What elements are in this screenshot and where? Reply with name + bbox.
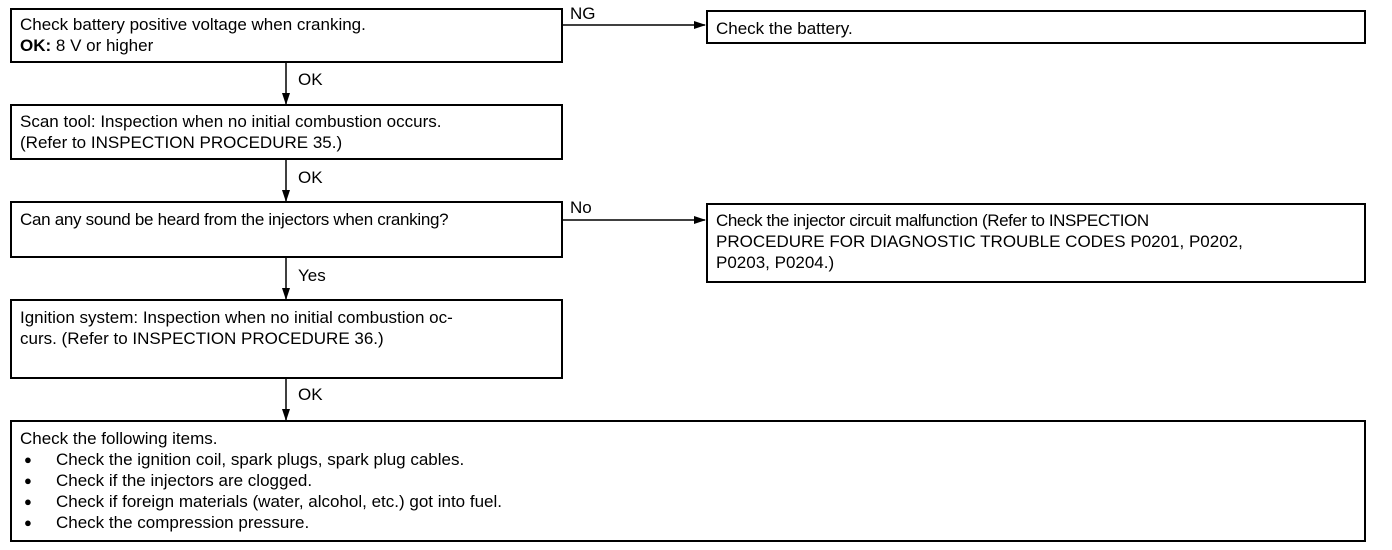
scan-tool-box: Scan tool: Inspection when no initial co… (10, 104, 563, 160)
injector-circuit-line2: PROCEDURE FOR DIAGNOSTIC TROUBLE CODES P… (716, 232, 1243, 251)
ok-value: 8 V or higher (51, 36, 154, 55)
battery-check-text: Check battery positive voltage when cran… (20, 15, 366, 34)
check-battery-text: Check the battery. (716, 19, 853, 38)
injector-circuit-box: Check the injector circuit malfunction (… (706, 203, 1366, 283)
check-battery-box: Check the battery. (706, 10, 1366, 44)
final-check-list: Check the ignition coil, spark plugs, sp… (20, 449, 1356, 533)
injector-circuit-line3: P0203, P0204.) (716, 253, 835, 272)
ignition-line2: curs. (Refer to INSPECTION PROCEDURE 36.… (20, 329, 384, 348)
battery-ok-criteria: OK: 8 V or higher (20, 35, 553, 56)
list-item: Check the ignition coil, spark plugs, sp… (20, 449, 1356, 470)
injector-sound-text: Can any sound be heard from the injector… (20, 210, 449, 229)
label-ng: NG (570, 4, 596, 23)
ignition-line1: Ignition system: Inspection when no init… (20, 308, 453, 327)
list-item: Check if the injectors are clogged. (20, 470, 1356, 491)
scan-tool-line2: (Refer to INSPECTION PROCEDURE 35.) (20, 133, 343, 152)
label-ok-3: OK (298, 385, 323, 404)
label-yes: Yes (298, 266, 326, 285)
ignition-box: Ignition system: Inspection when no init… (10, 299, 563, 379)
final-check-title: Check the following items. (20, 429, 218, 448)
injector-sound-box: Can any sound be heard from the injector… (10, 201, 563, 258)
label-ok-1: OK (298, 70, 323, 89)
battery-check-box: Check battery positive voltage when cran… (10, 8, 563, 63)
final-check-box: Check the following items. Check the ign… (10, 420, 1366, 542)
list-item: Check if foreign materials (water, alcoh… (20, 491, 1356, 512)
scan-tool-line1: Scan tool: Inspection when no initial co… (20, 112, 442, 131)
ok-prefix: OK: (20, 36, 52, 55)
label-no: No (570, 198, 592, 217)
injector-circuit-line1: Check the injector circuit malfunction (… (716, 211, 1149, 230)
label-ok-2: OK (298, 168, 323, 187)
list-item: Check the compression pressure. (20, 512, 1356, 533)
